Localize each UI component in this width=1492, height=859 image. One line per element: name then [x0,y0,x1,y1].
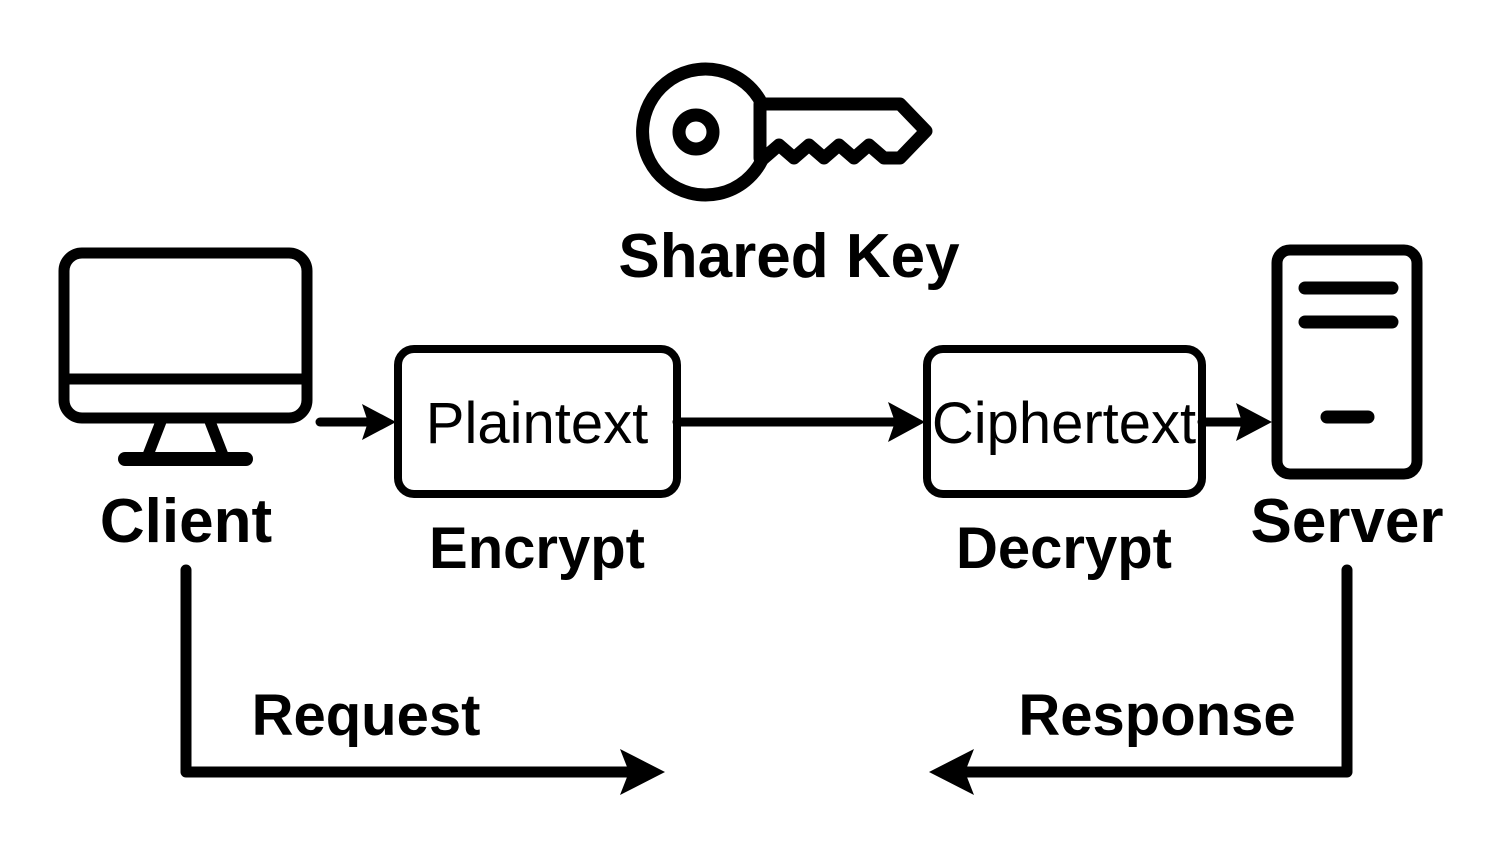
connector-ciphertext-to-server-arrow-icon [1197,403,1272,441]
desktop-monitor-icon [58,247,313,466]
request-arrow-icon [180,564,665,795]
server-label: Server [1250,487,1443,556]
request-label: Request [252,683,481,748]
server-tower-icon [1271,244,1423,480]
ciphertext-label: Ciphertext [932,391,1196,456]
key-icon [636,62,933,202]
decrypt-caption: Decrypt [956,516,1172,581]
connector-plaintext-to-ciphertext-arrow-icon [672,402,925,442]
connector-client-to-plaintext-arrow-icon [315,404,396,440]
response-arrow-icon [929,564,1353,795]
shared-key-label: Shared Key [618,222,960,291]
client-label: Client [100,487,272,556]
response-label: Response [1018,683,1295,748]
encrypt-caption: Encrypt [429,516,645,581]
plaintext-label: Plaintext [426,391,648,456]
